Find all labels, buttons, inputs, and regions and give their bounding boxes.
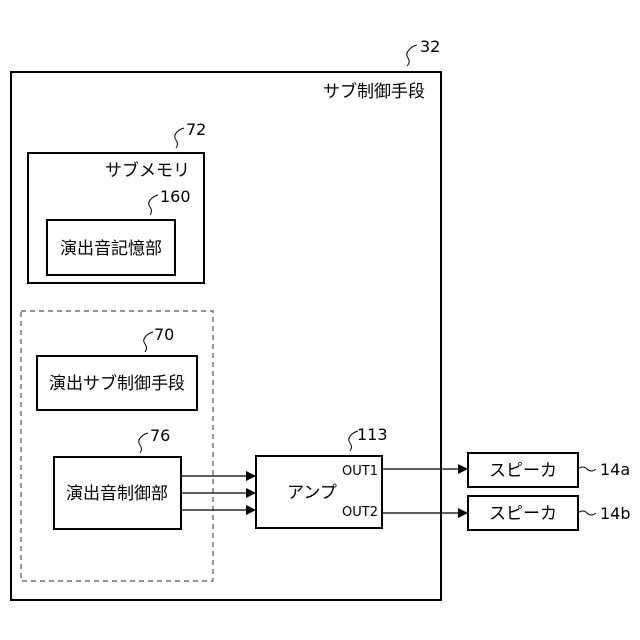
amp-out2-label: OUT2 [342,505,378,520]
effect-sound-memory-ref: 160 [160,187,191,206]
speaker-b-label: スピーカ [489,504,557,524]
speaker-a-ref-leader [578,467,596,471]
effect-sound-control-label: 演出音制御部 [66,484,168,504]
sub-memory-label: サブメモリ [105,160,190,181]
effect-sub-control-label: 演出サブ制御手段 [49,373,185,394]
amp-ref: 113 [357,425,388,444]
speaker-b-ref-leader [578,511,596,515]
speaker-a-ref: 14a [600,460,630,479]
effect-sound-memory-label: 演出音記憶部 [60,239,162,259]
effect-sub-control-ref: 70 [154,325,174,344]
sub-memory-ref: 72 [186,120,206,139]
speaker-a-label: スピーカ [489,461,557,481]
amp-out1-label: OUT1 [342,464,378,479]
sub-control-ref-leader [407,45,417,66]
speaker-b-ref: 14b [600,504,631,523]
sub-control-ref: 32 [420,37,440,56]
amp-label: アンプ [287,483,337,503]
sub-control-label: サブ制御手段 [323,81,425,102]
effect-sound-control-ref: 76 [150,426,170,445]
